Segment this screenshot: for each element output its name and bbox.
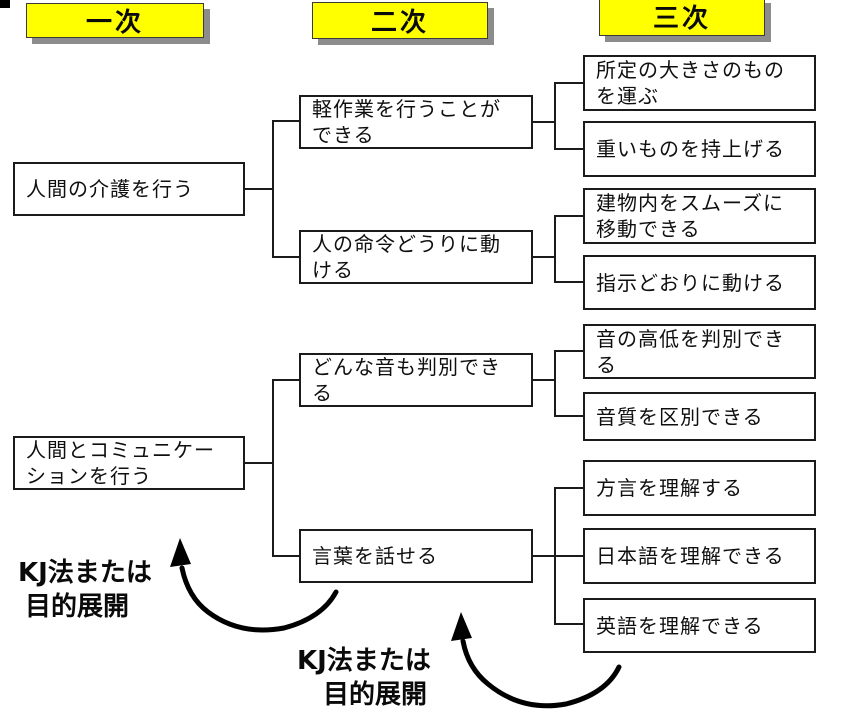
connector-line (554, 555, 584, 557)
connector-line (554, 281, 584, 283)
node-lift-heavy-objects: 重いものを持上げる (583, 121, 816, 177)
connector-line (533, 555, 555, 557)
node-human-communication: 人間とコミュニケー ションを行う (13, 436, 245, 490)
kj-annotation-middle: KJ法または 目的展開 (297, 644, 431, 712)
connector-line (272, 120, 300, 122)
connector-line (554, 215, 584, 217)
connector-line (272, 379, 274, 557)
connector-line (533, 121, 555, 123)
kj-annotation-left: KJ法または 目的展開 (18, 556, 152, 624)
connector-line (554, 350, 584, 352)
connector-line (272, 379, 300, 381)
node-understand-japanese: 日本語を理解できる (583, 528, 816, 584)
node-follow-commands: 人の命令どうりに動 ける (299, 230, 533, 284)
node-distinguish-any-sound: どんな音も判別でき る (299, 353, 533, 407)
node-understand-english: 英語を理解できる (583, 598, 816, 653)
node-move-as-instructed: 指示どおりに動ける (583, 255, 816, 310)
connector-line (245, 462, 273, 464)
node-distinguish-pitch: 音の高低を判別でき る (583, 324, 816, 379)
node-understand-dialect: 方言を理解する (583, 460, 816, 516)
kj-annotation-line2: 目的展開 (25, 592, 130, 622)
connector-line (533, 379, 555, 381)
node-distinguish-timbre: 音質を区別できる (583, 392, 816, 441)
node-move-smoothly-indoors: 建物内をスムーズに 移動できる (583, 188, 816, 244)
connector-line (272, 555, 300, 557)
connector-line (554, 623, 584, 625)
connector-line (554, 148, 584, 150)
connector-line (245, 188, 273, 190)
connector-line (272, 256, 300, 258)
header-secondary: 二次 (312, 2, 488, 39)
connector-line (533, 256, 555, 258)
connector-line (554, 350, 556, 417)
node-speak-language: 言葉を話せる (299, 529, 533, 583)
header-tertiary: 三次 (599, 0, 765, 36)
kj-annotation-line1: KJ法または (297, 646, 431, 676)
node-human-care: 人間の介護を行う (13, 162, 245, 216)
connector-line (554, 82, 584, 84)
kj-annotation-line2: 目的展開 (323, 680, 428, 710)
node-light-work: 軽作業を行うことが できる (299, 95, 533, 149)
connector-line (554, 215, 556, 283)
connector-line (554, 487, 584, 489)
connector-line (554, 82, 556, 149)
connector-line (554, 415, 584, 417)
connector-line (272, 121, 274, 258)
kj-annotation-line1: KJ法または (18, 558, 152, 588)
crop-artifact (0, 0, 10, 8)
header-primary: 一次 (26, 3, 204, 38)
node-carry-sized-objects: 所定の大きさのもの を運ぶ (583, 55, 816, 111)
